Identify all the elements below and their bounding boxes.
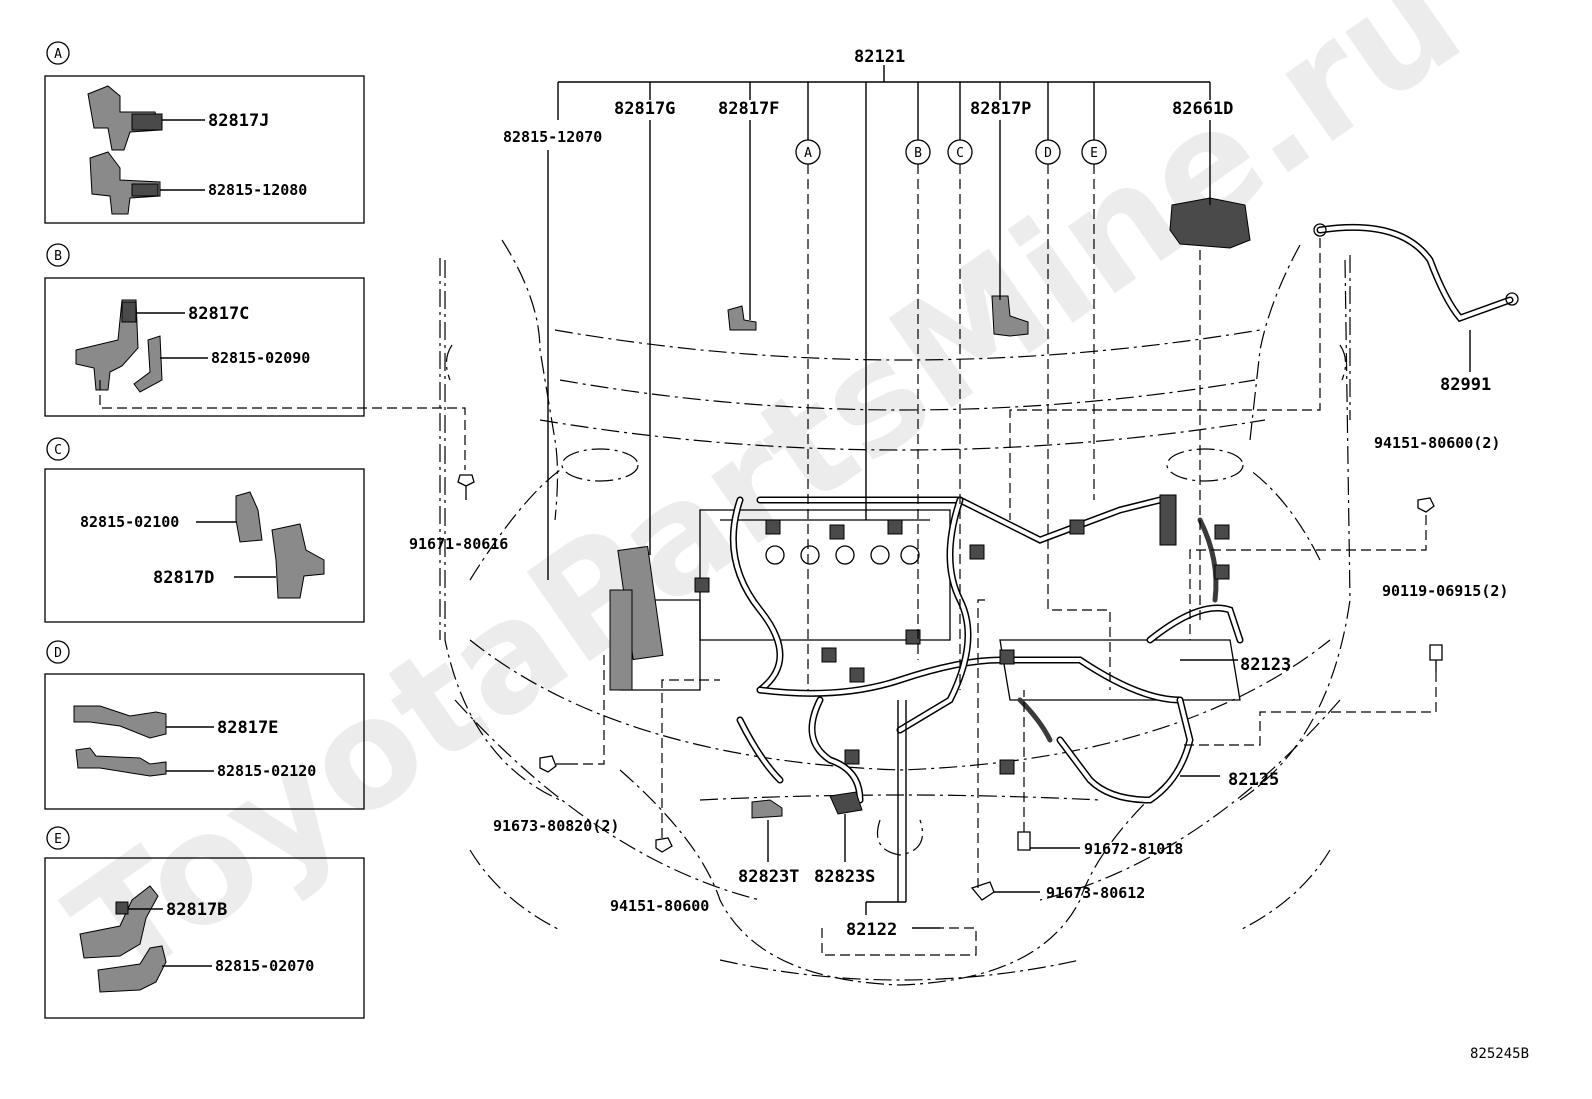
part-label: 82817P [970,99,1031,119]
part-label: 82123 [1240,655,1291,675]
inset-frame [44,277,365,417]
part-label: 82817B [166,900,227,920]
clamp-82815-12080-icon [89,151,161,215]
connector-82823t-icon [751,799,783,819]
part-label: 94151-80600 [610,897,709,915]
diagram-code: 825245B [1470,1046,1529,1062]
part-label: 82122 [846,920,897,940]
bolt-icon [457,474,1443,901]
clamp-82817d-icon [271,523,325,599]
ref-marker-label: C [54,443,62,458]
part-label: 82817D [153,568,214,588]
clamp-82817b-icon [79,885,159,959]
inset-frame [44,75,365,224]
inset-frame [44,468,365,623]
clamp-82815-02120-icon [75,747,167,777]
clamp-82815-02100-icon [235,491,263,543]
part-label: 82817F [718,99,779,119]
relay-block-icon [1169,197,1251,249]
part-label: 82817C [188,304,249,324]
vehicle-outline [444,239,1351,986]
ref-marker-label: E [54,832,62,847]
connector-82823s-icon [829,791,863,815]
ref-marker-a [46,41,70,65]
part-label: 82823T [738,867,799,887]
clamp-82815-02070-icon [97,945,167,993]
ref-marker-label: A [54,47,62,62]
ref-marker-label: C [956,146,964,161]
ref-marker-c [46,437,70,461]
part-label: 82815-02090 [211,349,310,367]
part-label: 82815-12080 [208,181,307,199]
part-label: 82815-02070 [215,957,314,975]
part-label: 82815-02120 [217,762,316,780]
part-label: 82991 [1440,375,1491,395]
connector-icon [694,494,1230,775]
ref-marker-label: D [54,646,62,661]
clamp-82817c-icon [75,299,139,391]
clamp-82817e-icon [73,705,167,739]
inset-b: B 82817C 82815-02090 [44,243,365,417]
main-labels: 82121 82815-12070 82817G 82817F 82817P 8… [409,47,1529,1062]
ref-marker-d [46,640,70,664]
ref-marker-label: B [914,146,922,161]
ref-marker-b [46,243,70,267]
ref-marker-label: A [804,146,812,161]
cable-82991-icon [1313,223,1519,323]
ref-marker-label: D [1044,146,1052,161]
clamp-82817p-icon [991,295,1029,337]
inset-frame [44,673,365,810]
ref-marker-label: B [54,249,62,264]
part-label: 82817G [614,99,675,119]
part-label: 91671-80616 [409,535,508,553]
callout-lines: A B C D E [99,65,1471,956]
part-label: 82121 [854,47,905,67]
clamp-82817j-icon [87,85,163,151]
part-label: 82815-02100 [80,513,179,531]
inset-a: A 82817J 82815-12080 [44,41,365,224]
inset-d: D 82817E 82815-02120 [44,640,365,810]
clamp-82817f-icon [727,305,757,331]
part-label: 91673-80820(2) [493,817,619,835]
part-label: 82823S [814,867,875,887]
part-label: 91672-81018 [1084,840,1183,858]
clamp-82815-02090-icon [133,335,163,393]
part-label: 94151-80600(2) [1374,434,1500,452]
part-label: 82817J [208,111,269,131]
part-label: 82125 [1228,770,1279,790]
ref-marker-e [46,826,70,850]
part-label: 91673-80612 [1046,884,1145,902]
engine-harness [609,494,1244,804]
inset-e: E 82817B 82815-02070 [44,826,365,1019]
part-label: 82817E [217,718,278,738]
inset-frame [44,857,365,1019]
part-label: 90119-06915(2) [1382,582,1508,600]
part-label: 82661D [1172,99,1233,119]
inset-c: C 82815-02100 82817D [44,437,365,623]
ref-marker-label: E [1090,146,1098,161]
part-label: 82815-12070 [503,128,602,146]
